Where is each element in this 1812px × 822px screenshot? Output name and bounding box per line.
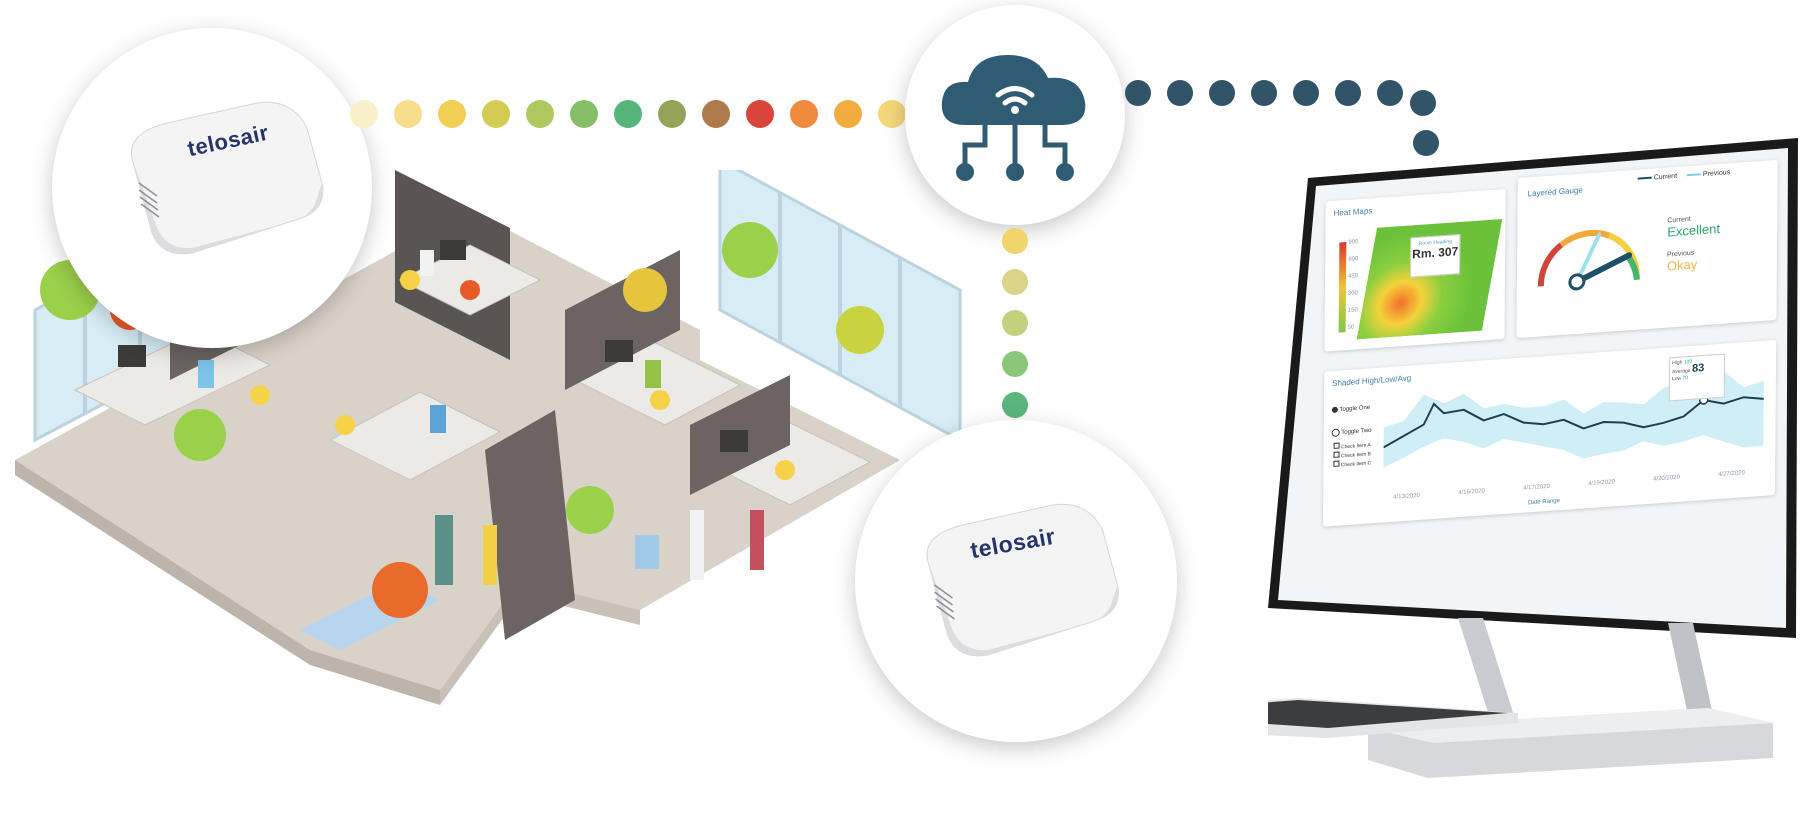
connector-dot [570, 100, 598, 128]
connector-dot [526, 100, 554, 128]
sensor-device-image [130, 101, 324, 255]
cloud-circle [905, 5, 1125, 225]
connector-dot [394, 100, 422, 128]
check-list: Check Item A Check Item B Check Item C [1333, 440, 1371, 470]
heatmap-scale-label: 600 [1348, 256, 1359, 263]
connector-dot [482, 100, 510, 128]
heatmap-scale-label: 450 [1348, 273, 1359, 280]
connector-dot [614, 100, 642, 128]
gauge-legend: Current Previous [1637, 169, 1731, 182]
chart-panel: Shaded High/Low/Avg Toggle One Toggle Tw… [1322, 339, 1777, 527]
link-dot [1167, 80, 1193, 106]
gauge-current-value: Excellent [1667, 220, 1721, 240]
connector-dot [702, 100, 730, 128]
chart-date-tick: 4/13/2020 [1393, 492, 1420, 501]
connector-dot [438, 100, 466, 128]
connector-dot-vertical [1002, 228, 1028, 254]
heatmap-panel: Heat Maps 900 600 450 300 150 50 Room Heading… [1324, 188, 1506, 352]
chart-tooltip: High 100 Average 83 Low 70 [1668, 353, 1726, 402]
dashboard-screen: Heat Maps 900 600 450 300 150 50 Room Heading… [1315, 139, 1788, 562]
link-dot [1293, 80, 1319, 106]
legend-previous: Previous [1702, 169, 1731, 179]
gauge-readout: Current Excellent Previous Okay [1667, 214, 1720, 274]
connector-dot [746, 100, 774, 128]
chart-date-tick: 4/17/2020 [1523, 483, 1550, 492]
heatmap-scale-label: 900 [1348, 239, 1359, 246]
sensor-device-image-2 [926, 503, 1119, 657]
link-dot [1410, 90, 1436, 116]
check-item[interactable]: Check Item C [1333, 458, 1371, 470]
connector-dot-vertical [1002, 310, 1028, 336]
heatmap-scale-label: 150 [1347, 307, 1358, 314]
cloud-wifi-icon [941, 55, 1086, 181]
heatmap-title: Heat Maps [1333, 206, 1373, 218]
gauge-previous-value: Okay [1666, 256, 1698, 274]
gauge-panel: Layered Gauge Current Previous Current E… [1516, 159, 1778, 339]
connector-dot-vertical [1002, 351, 1028, 377]
heatmap-scale-bar [1338, 242, 1347, 333]
toggle-two-label: Toggle Two [1341, 427, 1372, 436]
connector-dot-vertical [1002, 269, 1028, 295]
room-tooltip: Room Heading Rm. 307 [1410, 234, 1461, 278]
link-dot [1251, 80, 1277, 106]
people [198, 250, 795, 585]
heatmap-scale-label: 300 [1347, 290, 1358, 297]
toggle-two[interactable]: Toggle Two [1331, 426, 1372, 438]
chart-xlabel: Date Range [1527, 498, 1561, 507]
connector-dot-vertical [1002, 392, 1028, 418]
legend-current: Current [1653, 172, 1678, 182]
connector-dot [658, 100, 686, 128]
link-dot [1125, 80, 1151, 106]
connector-dot [790, 100, 818, 128]
link-dot [1209, 80, 1235, 106]
sensor-device-circle-bottom: telosair [855, 420, 1177, 742]
gauge-title: Layered Gauge [1527, 185, 1583, 199]
shaded-line-chart [1383, 371, 1764, 468]
connector-dots-row [350, 100, 910, 130]
heatmap-scale-label: 50 [1347, 324, 1355, 331]
connector-dot [834, 100, 862, 128]
layered-gauge [1537, 229, 1640, 291]
chart-date-tick: 4/20/2020 [1653, 474, 1680, 483]
chart-date-tick: 4/27/2020 [1718, 470, 1745, 479]
connector-dot [878, 100, 906, 128]
room-label: Rm. 307 [1412, 244, 1459, 262]
link-dot [1335, 80, 1361, 106]
sensor-device-circle-top: telosair [52, 28, 372, 348]
link-dot [1377, 80, 1403, 106]
chart-date-tick: 4/16/2020 [1458, 488, 1485, 497]
chart-date-tick: 4/19/2020 [1588, 479, 1615, 488]
toggle-one-label: Toggle One [1339, 404, 1371, 414]
connector-dot [350, 100, 378, 128]
link-dot [1413, 130, 1439, 156]
toggle-one[interactable]: Toggle One [1331, 404, 1371, 414]
